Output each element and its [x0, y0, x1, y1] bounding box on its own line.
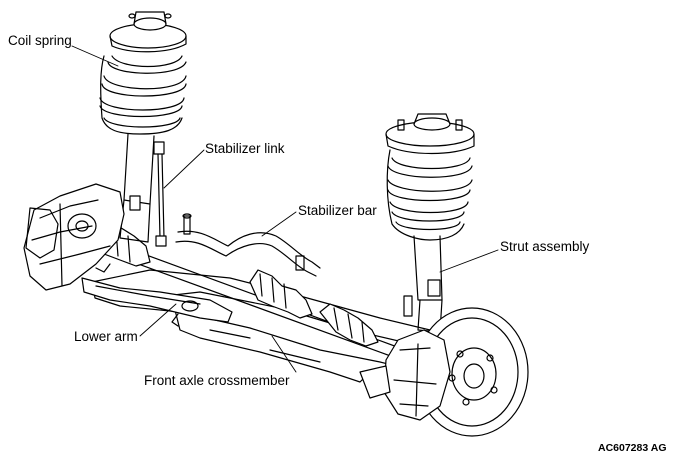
- leader-front-axle-crossmember: [271, 335, 297, 373]
- stabilizer-link-part: [153, 141, 167, 247]
- leader-lower-arm: [139, 303, 177, 337]
- label-stabilizer-bar: Stabilizer bar: [298, 203, 377, 218]
- figure-code: AC607283 AG: [598, 442, 667, 454]
- label-lower-arm: Lower arm: [74, 329, 138, 344]
- lower-arm-part: [81, 277, 233, 323]
- right-strut-assembly-part: [385, 113, 475, 333]
- leader-coil-spring: [71, 45, 119, 67]
- label-coil-spring: Coil spring: [8, 33, 72, 48]
- leader-stabilizer-link: [163, 149, 205, 189]
- leader-stabilizer-bar: [261, 211, 297, 237]
- left-coil-spring-part: [99, 11, 187, 243]
- left-knuckle-brake-part: [23, 183, 125, 291]
- stabilizer-bar-part: [175, 213, 321, 277]
- leader-lines: [71, 45, 499, 373]
- leader-strut-assembly: [439, 249, 499, 273]
- label-stabilizer-link: Stabilizer link: [205, 141, 285, 156]
- label-strut-assembly: Strut assembly: [500, 239, 590, 254]
- right-brake-disc-part: [359, 307, 529, 437]
- label-front-axle-crossmember: Front axle crossmember: [144, 373, 290, 388]
